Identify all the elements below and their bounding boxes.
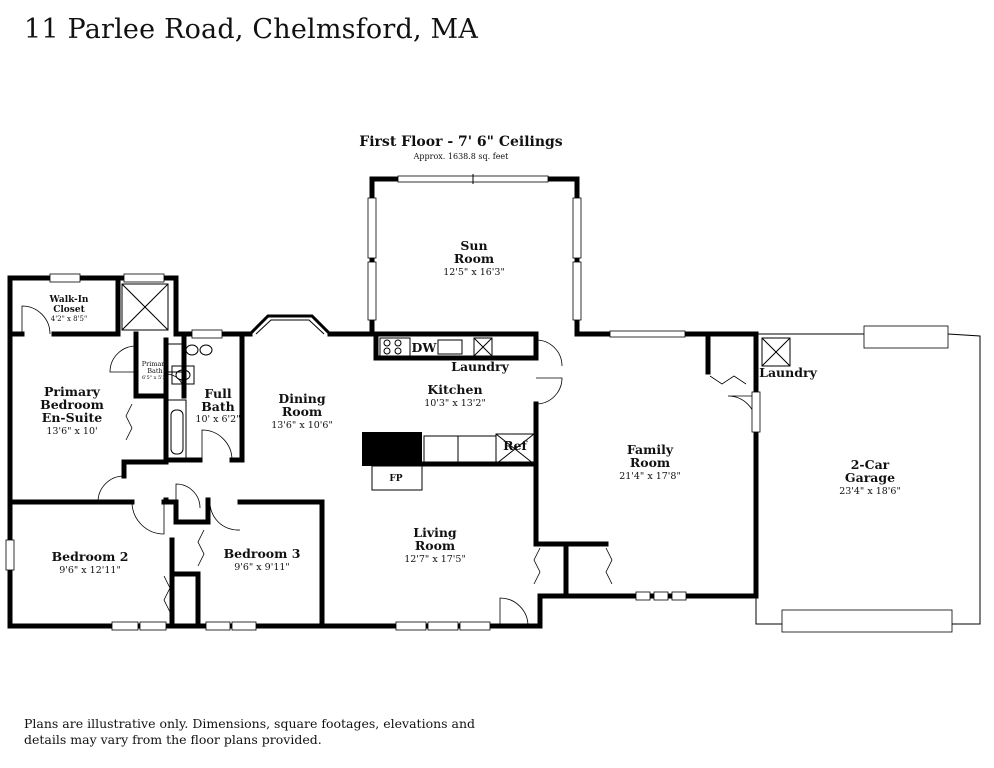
bedroom2-dim: 9'6" x 12'11" (59, 565, 121, 576)
room-primary-bedroom: Primary Bedroom En-Suite 13'6" x 10' (40, 384, 104, 437)
sun-room-name-2: Room (454, 251, 494, 266)
sun-room-dim: 12'5" x 16'3" (443, 267, 505, 278)
dishwasher-label: DW (412, 340, 438, 355)
dining-room-name-2: Room (282, 404, 322, 419)
primary-bath-name-1: Primary (142, 360, 169, 368)
room-family-room: Family Room 21'4" x 17'8" (619, 442, 681, 482)
kitchen-laundry-label: Laundry (451, 359, 509, 374)
family-room-dim: 21'4" x 17'8" (619, 471, 681, 482)
fixtures (121, 283, 791, 491)
living-room-name-2: Room (415, 538, 455, 553)
bedroom3-dim: 9'6" x 9'11" (234, 562, 290, 573)
full-bath-name-2: Bath (201, 399, 235, 414)
room-living-room: Living Room 12'7" x 17'5" (404, 525, 466, 565)
garage-dim: 23'4" x 18'6" (839, 486, 901, 497)
primary-bath-dim: 6'5" x 5'3" (142, 375, 168, 381)
room-dining-room: Dining Room 13'6" x 10'6" (271, 391, 333, 431)
closet-name-1: Walk-In (49, 295, 89, 305)
garage-name-2: Garage (845, 470, 895, 485)
interior-walls (7, 275, 759, 629)
disclaimer: Plans are illustrative only. Dimensions,… (24, 716, 476, 747)
primary-bedroom-name-3: En-Suite (42, 410, 102, 425)
full-bath-dim: 10' x 6'2" (195, 414, 240, 425)
page-title: 11 Parlee Road, Chelmsford, MA (24, 14, 479, 45)
primary-bedroom-name-1: Primary (44, 384, 101, 399)
room-walk-in-closet: Walk-In Closet 4'2" x 8'5" (49, 295, 89, 323)
primary-bedroom-name-2: Bedroom (40, 397, 104, 412)
kitchen-name: Kitchen (427, 382, 482, 397)
refrigerator-label: Ref (503, 438, 528, 453)
room-bedroom-2: Bedroom 2 9'6" x 12'11" (52, 549, 129, 576)
fixture-labels: DW Ref FP (389, 340, 528, 484)
room-sun-room: Sun Room 12'5" x 16'3" (443, 238, 505, 278)
room-kitchen: Kitchen 10'3" x 13'2" Laundry (424, 359, 509, 409)
family-room-name-1: Family (627, 442, 674, 457)
floor-title: First Floor - 7' 6" Ceilings (359, 134, 563, 150)
garage-outline (755, 325, 981, 633)
garage-name-1: 2-Car (851, 457, 890, 472)
floor-area: Approx. 1638.8 sq. feet (413, 152, 509, 161)
family-room-name-2: Room (630, 455, 670, 470)
living-room-name-1: Living (413, 525, 457, 540)
bedroom2-name: Bedroom 2 (52, 549, 129, 564)
room-full-bath: Full Bath 10' x 6'2" (195, 386, 240, 425)
closet-dim: 4'2" x 8'5" (51, 315, 88, 323)
room-bedroom-3: Bedroom 3 9'6" x 9'11" (224, 546, 301, 573)
primary-bedroom-dim: 13'6" x 10' (46, 426, 97, 437)
closet-name-2: Closet (53, 305, 85, 315)
dining-room-dim: 13'6" x 10'6" (271, 420, 333, 431)
primary-bath-name-2: Bath (147, 367, 162, 375)
room-primary-bath: Primary Bath 6'5" x 5'3" (142, 360, 169, 381)
living-room-dim: 12'7" x 17'5" (404, 554, 466, 565)
windows (5, 174, 687, 631)
kitchen-dim: 10'3" x 13'2" (424, 398, 486, 409)
full-bath-name-1: Full (204, 386, 231, 401)
fireplace-label: FP (389, 474, 402, 484)
dining-room-name-1: Dining (278, 391, 326, 406)
room-garage: 2-Car Garage 23'4" x 18'6" Laundry (759, 365, 901, 497)
bedroom3-name: Bedroom 3 (224, 546, 301, 561)
sun-room-name-1: Sun (460, 238, 487, 253)
garage-laundry-label: Laundry (759, 365, 817, 380)
